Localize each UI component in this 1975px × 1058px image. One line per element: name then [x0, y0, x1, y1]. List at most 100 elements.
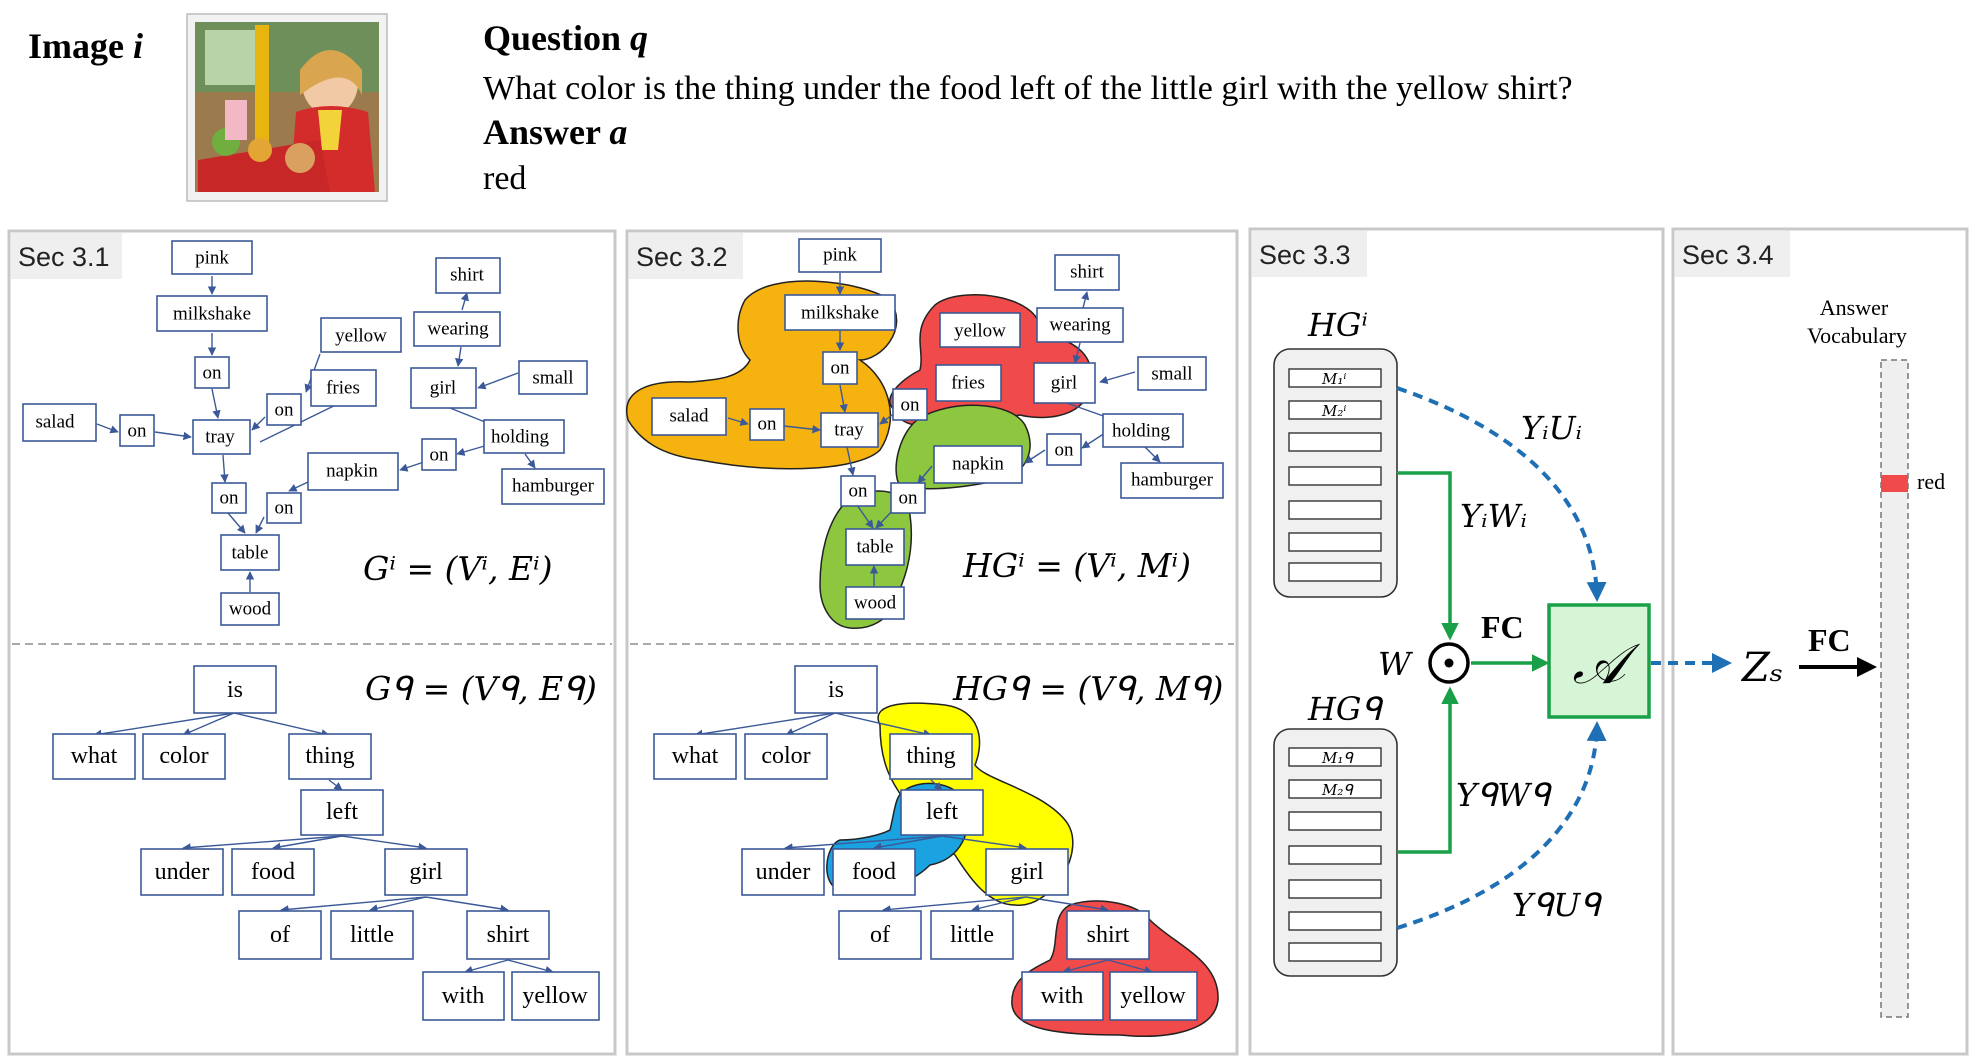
hqnode-shirt: shirt — [1066, 910, 1150, 960]
qnode-color: color — [142, 733, 226, 780]
svg-text:wood: wood — [229, 599, 272, 620]
sec-3-2-question-hypergraph: is what color thing left under food girl… — [653, 665, 1198, 1021]
svg-text:food: food — [852, 859, 896, 885]
hnode-pink: pink — [798, 238, 882, 273]
svg-text:salad: salad — [35, 412, 75, 433]
svg-text:holding: holding — [1112, 421, 1171, 442]
attention-block — [1547, 603, 1651, 719]
svg-text:thing: thing — [906, 743, 955, 769]
node-salad: salad — [22, 403, 97, 442]
hnode-on-1: on — [822, 351, 858, 385]
svg-text:milkshake: milkshake — [801, 303, 879, 324]
hqnode-thing: thing — [889, 733, 973, 780]
svg-text:is: is — [828, 677, 844, 703]
qnode-is: is — [193, 665, 277, 714]
yiwi-label: YᵢWᵢ — [1460, 497, 1527, 535]
sec-3-1-tab: Sec 3.1 — [11, 233, 122, 279]
svg-text:is: is — [227, 677, 243, 703]
sec-3-4-answer: Zₛ FC Answer Vocabulary red — [1651, 295, 1945, 1018]
svg-text:yellow: yellow — [335, 326, 387, 347]
node-yellow: yellow — [320, 317, 402, 353]
node-girl: girl — [410, 367, 477, 409]
vocab-title-2: Vocabulary — [1807, 323, 1907, 348]
hnode-girl: girl — [1033, 362, 1096, 404]
qnode-girl: girl — [384, 848, 468, 896]
svg-text:color: color — [761, 743, 810, 769]
hqnode-food: food — [832, 848, 916, 896]
node-tray: tray — [192, 419, 251, 455]
svg-text:girl: girl — [409, 859, 443, 885]
node-shirt: shirt — [435, 257, 501, 294]
hqnode-little: little — [930, 910, 1014, 960]
qnode-under: under — [140, 848, 224, 896]
panel-frames — [7, 227, 1969, 1056]
sec-3-3-tab: Sec 3.3 — [1252, 231, 1367, 277]
svg-text:what: what — [71, 743, 118, 769]
qnode-food: food — [231, 848, 315, 896]
image-label: Image i — [28, 26, 143, 66]
header: Image i Question q What color is the thi… — [28, 13, 1573, 202]
formula-hgq: HGᑫ = (Vᑫ, Mᑫ) — [952, 669, 1223, 708]
svg-text:girl: girl — [430, 378, 456, 399]
svg-text:yellow: yellow — [954, 321, 1006, 342]
svg-text:thing: thing — [305, 743, 354, 769]
node-wood: wood — [220, 592, 280, 626]
svg-text:with: with — [442, 983, 485, 1009]
svg-text:shirt: shirt — [1070, 262, 1105, 283]
hnode-napkin: napkin — [933, 445, 1023, 484]
svg-text:with: with — [1041, 983, 1084, 1009]
qnode-left: left — [300, 789, 384, 836]
hnode-small: small — [1137, 356, 1207, 391]
sec-3-2-image-hypergraph: pink milkshake on yellow fries on salad … — [651, 238, 1224, 620]
m2-i-label: M₂ⁱ — [1321, 402, 1346, 420]
svg-text:of: of — [870, 922, 890, 948]
svg-text:wood: wood — [854, 593, 897, 614]
svg-text:wearing: wearing — [1049, 315, 1111, 336]
node-on-6: on — [421, 438, 457, 471]
sec-3-3-fusion: HGⁱ M₁ⁱ M₂ⁱ HGᑫ M₁ᑫ M₂ᑫ W FC 𝒜 — [1273, 306, 1651, 977]
sec-3-2-tab: Sec 3.2 — [629, 233, 743, 279]
svg-text:shirt: shirt — [1087, 922, 1130, 948]
fc-label-1: FC — [1481, 609, 1524, 645]
hnode-hamburger: hamburger — [1120, 462, 1224, 499]
svg-text:napkin: napkin — [952, 454, 1004, 475]
svg-text:Sec 3.3: Sec 3.3 — [1259, 240, 1351, 270]
svg-text:fries: fries — [951, 373, 985, 394]
svg-text:Sec 3.2: Sec 3.2 — [636, 242, 728, 272]
qnode-what: what — [52, 733, 136, 780]
w-label: W — [1378, 645, 1414, 683]
vocab-title-1: Answer — [1820, 295, 1889, 320]
hnode-table: table — [845, 528, 905, 566]
hnode-salad: salad — [651, 397, 727, 436]
m1-q-label: M₁ᑫ — [1321, 749, 1354, 767]
svg-text:milkshake: milkshake — [173, 304, 251, 325]
svg-text:Sec 3.1: Sec 3.1 — [18, 242, 110, 272]
svg-text:yellow: yellow — [522, 983, 588, 1009]
svg-text:tray: tray — [205, 427, 235, 448]
hnode-wood: wood — [845, 586, 905, 620]
svg-text:of: of — [270, 922, 290, 948]
node-pink: pink — [171, 240, 253, 275]
qnode-shirt: shirt — [466, 910, 550, 960]
node-table: table — [220, 534, 280, 571]
hg-q-label: HGᑫ — [1307, 690, 1383, 728]
svg-text:wearing: wearing — [427, 319, 489, 340]
hnode-shirt: shirt — [1054, 254, 1120, 291]
formula-gi: Gⁱ = (Vⁱ, Eⁱ) — [363, 549, 553, 588]
question-label: Question q — [483, 18, 648, 58]
svg-text:little: little — [350, 922, 394, 948]
svg-text:yellow: yellow — [1120, 983, 1186, 1009]
svg-text:color: color — [159, 743, 208, 769]
hqnode-color: color — [744, 733, 828, 780]
svg-text:table: table — [232, 543, 269, 564]
formula-gq: Gᑫ = (Vᑫ, Eᑫ) — [365, 669, 597, 708]
node-on-4: on — [211, 482, 247, 514]
svg-text:on: on — [430, 445, 450, 466]
svg-text:small: small — [1151, 364, 1192, 385]
svg-text:on: on — [275, 498, 295, 519]
qnode-of: of — [238, 910, 322, 960]
hqnode-what: what — [653, 733, 737, 780]
hnode-milkshake: milkshake — [784, 294, 896, 331]
formula-hgi: HGⁱ = (Vⁱ, Mⁱ) — [962, 546, 1191, 585]
node-holding: holding — [483, 419, 565, 454]
